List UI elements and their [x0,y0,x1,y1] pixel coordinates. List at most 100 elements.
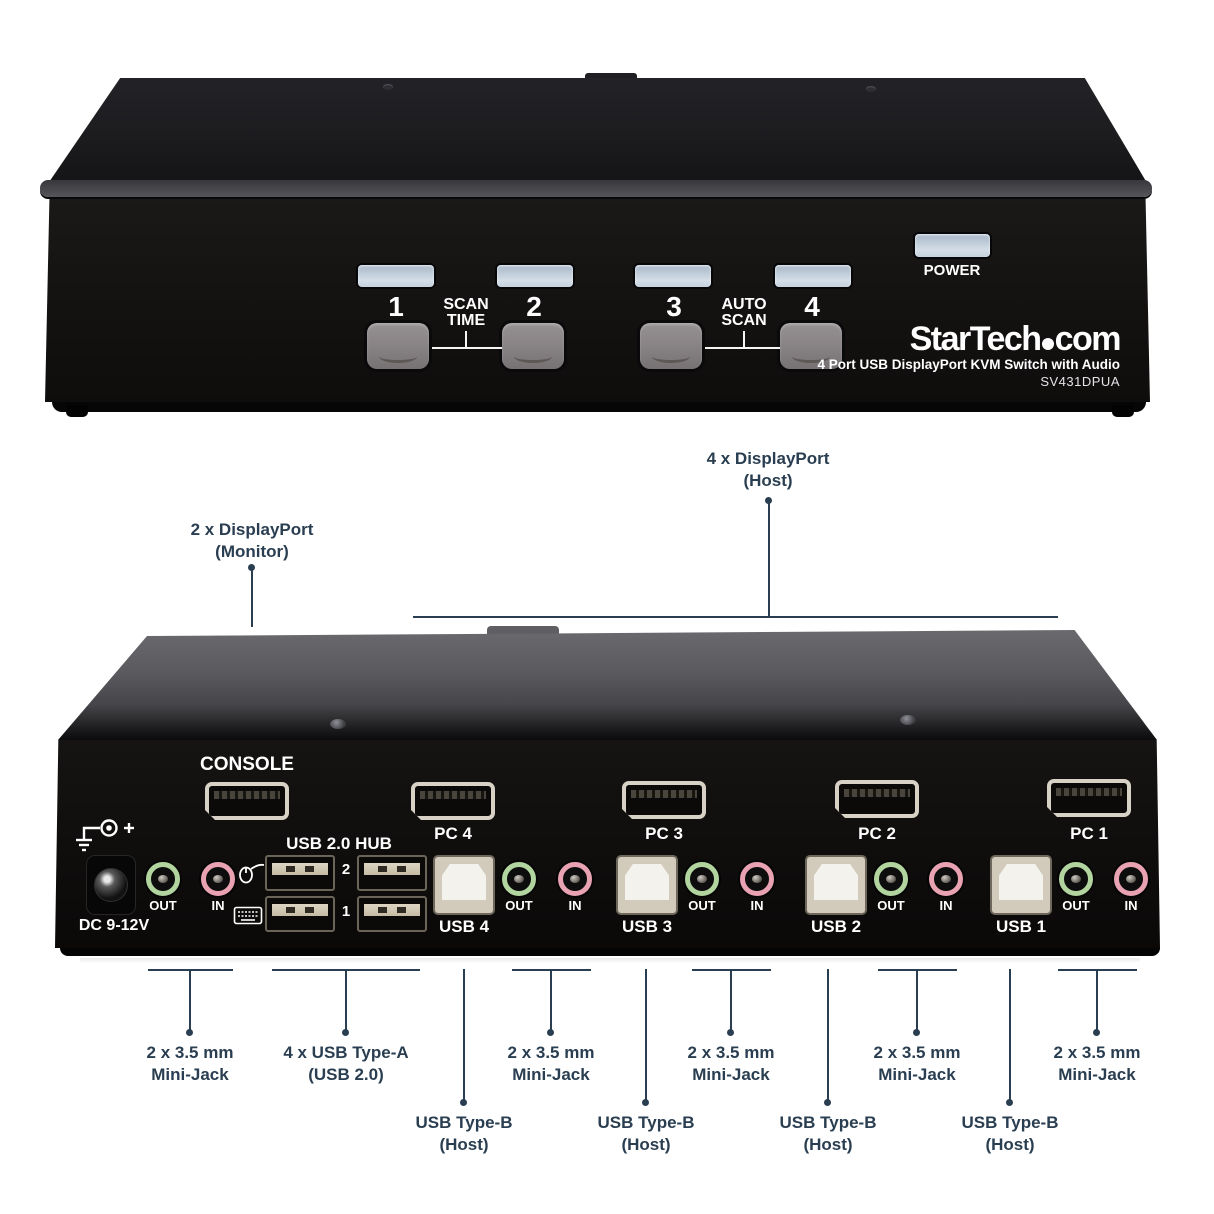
callout-line1: 4 x USB Type-A [283,1043,409,1062]
port2-led [497,265,573,287]
pc4-audio-out-jack [502,862,536,896]
pc2-label: PC 2 [858,824,896,843]
rear-shadow [80,958,1140,963]
usb-a-port [265,855,335,891]
callout-dot [727,1029,734,1036]
callout-line2: (USB 2.0) [308,1065,384,1084]
callout-line [251,570,253,627]
port1-led [358,265,434,287]
callout-usb3-host: USB Type-B (Host) [561,1112,731,1156]
dc-voltage-label: DC 9-12V [78,917,150,934]
product-tagline: 4 Port USB DisplayPort KVM Switch with A… [817,357,1120,372]
callout-host-line1: 4 x DisplayPort [706,449,830,468]
pc4-audio-in-jack [558,862,592,896]
callout-dot [186,1029,193,1036]
front-top-face [45,78,1150,188]
callout-dot [824,1099,831,1106]
auto-scan-connector-line [705,347,780,349]
usb-a-port [265,896,335,932]
rear-bottom-edge [60,948,1160,956]
callout-line2: Mini-Jack [1058,1065,1136,1084]
callout-usb4-host: USB Type-B (Host) [379,1112,549,1156]
callout-monitor-line1: 2 x DisplayPort [190,520,314,539]
pc2-audio-out-jack [874,862,908,896]
callout-dot [765,497,772,504]
callout-bracket-line [413,616,1058,618]
callout-dot [642,1099,649,1106]
callout-line2: (Host) [621,1135,671,1154]
console-audio-in-jack [201,862,235,896]
auto-scan-label: AUTO SCAN [721,297,766,329]
console-audio-out-label: OUT [149,898,177,913]
callout-line [916,969,918,1031]
front-lid-groove [40,180,1152,197]
console-label: CONSOLE [200,754,294,775]
auto-scan-line2: SCAN [721,312,767,329]
scan-time-line2: TIME [446,312,486,329]
callout-usb2-host: USB Type-B (Host) [743,1112,913,1156]
callout-line1: USB Type-B [597,1113,695,1132]
usb-a-port [357,896,427,932]
callout-monitor-displayport: 2 x DisplayPort (Monitor) [167,519,337,563]
pc3-displayport [622,781,706,819]
usb3-label: USB 3 [621,917,673,936]
callout-monitor-line2: (Monitor) [215,542,289,561]
pc4-displayport [411,782,495,820]
front-bottom-edge [52,402,1146,412]
callout-dot [248,564,255,571]
rear-panel [55,740,1160,948]
usb4-label: USB 4 [438,917,490,936]
callout-line [1009,969,1011,1101]
pc1-label: PC 1 [1070,824,1108,843]
callout-minijack-pc4: 2 x 3.5 mm Mini-Jack [466,1042,636,1086]
pc3-audio-in-label: IN [750,898,764,913]
callout-line1: 2 x 3.5 mm [873,1043,961,1062]
usb-hub-label: USB 2.0 HUB [286,834,392,853]
port2-select-button [502,323,564,369]
callout-line1: 2 x 3.5 mm [507,1043,595,1062]
callout-host-displayports: 4 x DisplayPort (Host) [683,448,853,492]
front-panel [45,199,1150,402]
pc2-audio-in-jack [929,862,963,896]
port4-led [775,265,851,287]
callout-line [345,969,347,1031]
usb2-type-b-port [805,855,867,915]
port1-number: 1 [388,291,404,322]
callout-minijack-pc1: 2 x 3.5 mm Mini-Jack [1012,1042,1182,1086]
pc2-audio-in-label: IN [939,898,953,913]
callout-line [645,969,647,1101]
hub-row2-label: 2 [341,861,351,878]
pc3-audio-out-jack [685,862,719,896]
callout-minijack-console: 2 x 3.5 mm Mini-Jack [105,1042,275,1086]
pc4-audio-out-label: OUT [505,898,533,913]
callout-line [189,969,191,1031]
port3-number: 3 [666,291,682,322]
callout-line [463,969,465,1101]
dc-power-jack [86,855,136,915]
pc3-audio-out-label: OUT [688,898,716,913]
port4-select-button [780,323,842,369]
pc1-displayport [1047,779,1131,817]
callout-dot [913,1029,920,1036]
console-audio-out-jack [146,862,180,896]
auto-scan-tick [743,331,745,348]
usb3-type-b-port [616,855,678,915]
pc3-label: PC 3 [645,824,683,843]
usb-a-tongue [272,904,328,916]
callout-dot [547,1029,554,1036]
model-number: SV431DPUA [1040,374,1120,389]
pc3-audio-in-jack [740,862,774,896]
auto-scan-line1: AUTO [721,296,767,313]
callout-line [768,503,770,617]
callout-line2: Mini-Jack [692,1065,770,1084]
device-foot [66,405,88,417]
callout-host-line2: (Host) [743,471,793,490]
usb4-type-b-port [433,855,495,915]
scan-time-line1: SCAN [443,296,489,313]
brand-dot-icon [1041,338,1054,350]
pc1-audio-in-jack [1114,862,1148,896]
hub-row1-label: 1 [341,903,351,920]
callout-line1: 2 x 3.5 mm [1053,1043,1141,1062]
